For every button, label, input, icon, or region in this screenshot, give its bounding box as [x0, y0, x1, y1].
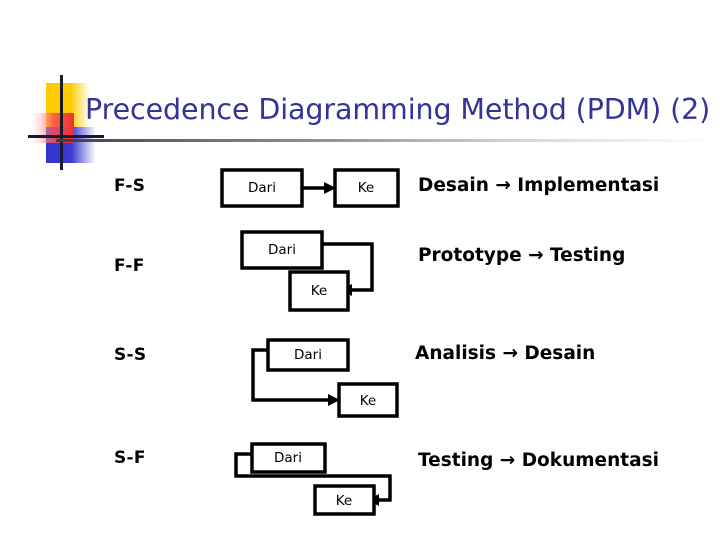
slide-title-block: Precedence Diagramming Method (PDM) (2) [0, 0, 720, 170]
fs-to-box [333, 168, 400, 208]
title-underline-rule [56, 139, 716, 142]
ss-to-box-label: Ke [360, 393, 377, 409]
diagram-fs: Dari Ke [220, 168, 400, 208]
sf-connector-line [234, 452, 392, 502]
ff-to-box-label: Ke [311, 283, 328, 299]
powerpoint-template-logo-icon [28, 75, 104, 170]
sf-from-box-label: Dari [274, 450, 302, 466]
row-label-ff: F-F [114, 256, 145, 276]
row-relation-sf: Testing → Dokumentasi [418, 450, 659, 471]
ff-to-box [288, 270, 350, 312]
ss-from-box [266, 338, 350, 372]
ss-connector-line [251, 348, 332, 402]
sf-from-box [250, 442, 327, 474]
row-label-ss: S-S [114, 345, 147, 365]
row-label-fs: F-S [114, 176, 146, 196]
ff-connector-line [322, 242, 374, 292]
diagram-sf: Dari Ke [234, 442, 392, 516]
row-relation-fs: Desain → Implementasi [418, 175, 660, 196]
fs-from-box-label: Dari [248, 180, 276, 196]
ff-from-box [240, 230, 324, 270]
diagram-ff: Dari Ke [240, 230, 374, 312]
sf-to-box-label: Ke [336, 493, 353, 509]
diagram-ss: Dari Ke [251, 338, 399, 418]
ff-from-box-label: Dari [268, 242, 296, 258]
row-relation-ss: Analisis → Desain [415, 343, 596, 364]
ss-from-box-label: Dari [294, 347, 322, 363]
ss-arrowhead-icon [328, 394, 340, 406]
row-label-sf: S-F [114, 448, 146, 468]
fs-to-box-label: Ke [358, 180, 375, 196]
page-title: Precedence Diagramming Method (PDM) (2) [85, 93, 711, 126]
sf-to-box [313, 484, 376, 516]
fs-from-box [220, 168, 304, 208]
row-relation-ff: Prototype → Testing [418, 245, 626, 266]
ss-to-box [337, 382, 399, 418]
fs-arrowhead-icon [324, 182, 336, 194]
